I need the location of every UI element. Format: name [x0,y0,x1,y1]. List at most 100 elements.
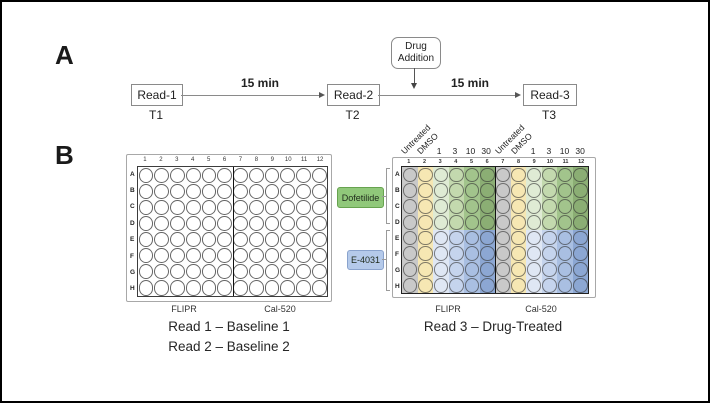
well-circle [511,214,526,230]
e4031-bracket [386,230,387,291]
well-E7 [495,230,511,246]
well-circle [573,277,588,293]
well-D2 [153,215,170,232]
well-circle [526,246,541,261]
well-circle [526,277,541,293]
well-A1 [402,167,418,183]
well-D6 [216,215,233,232]
well-circle [311,248,327,264]
well-H11 [557,277,573,293]
well-A2 [153,167,170,184]
well-E9 [526,230,542,246]
column-number-1: 1 [407,159,411,165]
well-E3 [433,230,449,246]
well-H8 [248,279,264,296]
well-circle [542,246,557,261]
well-circle [296,215,311,231]
well-E11 [557,230,573,246]
well-circle [217,280,232,296]
well-A3 [169,167,186,184]
well-C1 [402,198,418,215]
well-G8 [248,263,264,280]
well-circle [526,262,541,277]
well-circle [233,183,248,199]
concentration-label-col3: 1 [436,146,442,156]
well-circle [418,277,433,293]
well-circle [542,199,557,214]
well-B12 [311,183,327,200]
well-circle [573,230,588,246]
well-circle [402,277,417,293]
well-E11 [295,231,312,248]
well-G8 [510,261,526,278]
well-G10 [279,263,296,280]
well-A11 [557,167,573,183]
well-circle [296,280,311,296]
well-circle [233,167,248,183]
well-circle [201,280,217,296]
well-A9 [264,167,280,184]
arrowhead-right-2-icon [515,92,521,98]
well-C2 [153,199,170,216]
well-circle [495,277,510,293]
well-E9 [264,231,280,248]
well-F3 [433,245,449,262]
well-C1 [138,199,154,216]
panel-a-label: A [55,40,74,70]
well-F5 [201,247,217,264]
concentration-label-col9: 1 [530,146,536,156]
well-E5 [464,230,480,246]
well-circle [418,230,433,246]
well-circle [154,199,169,215]
well-circle [264,232,280,248]
well-H6 [479,277,495,293]
well-A6 [216,167,233,184]
well-circle [464,246,479,261]
well-B9 [264,183,280,200]
well-circle [170,232,185,248]
well-circle [311,280,327,296]
well-circle [573,214,588,230]
well-G1 [402,261,418,278]
row-letter-E: E [395,234,400,242]
well-G7 [495,261,511,278]
well-circle [418,183,433,198]
well-circle [526,230,541,246]
column-number-3: 3 [438,159,442,165]
well-circle [217,183,232,199]
well-circle [511,246,526,261]
well-circle [201,215,217,231]
well-D1 [402,214,418,230]
well-G2 [417,261,433,278]
well-H2 [417,277,433,293]
well-circle [557,230,572,246]
well-H11 [295,279,312,296]
dofetilide-bracket [386,168,387,224]
well-circle [264,183,280,199]
well-B2 [417,182,433,199]
well-F8 [248,247,264,264]
drug-addition-line2: Addition [397,53,435,64]
well-circle [557,199,572,214]
row-letter-F: F [395,250,399,258]
column-number-2: 2 [159,157,163,163]
well-circle [495,183,510,198]
well-circle [464,230,479,246]
well-C11 [557,198,573,215]
well-G9 [526,261,542,278]
well-A10 [279,167,296,184]
well-circle [170,280,185,296]
well-circle [217,215,232,231]
well-circle [557,183,572,198]
well-circle [154,264,169,280]
well-B10 [541,182,557,199]
well-circle [449,230,464,246]
well-A5 [464,167,480,183]
well-circle [542,230,557,246]
well-circle [170,199,185,215]
well-D4 [185,215,201,232]
well-circle [464,167,479,183]
well-G12 [311,263,327,280]
